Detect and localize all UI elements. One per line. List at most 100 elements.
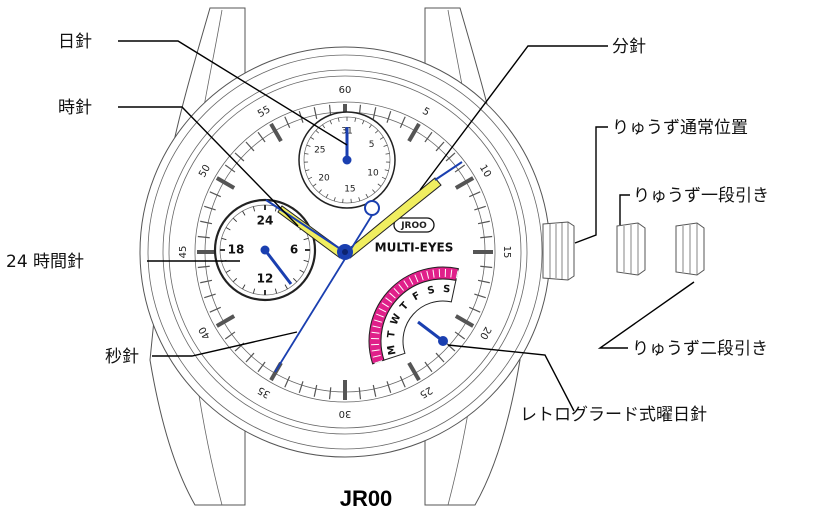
subdial-tick [274,288,278,294]
label-crown-step1: りゅうず一段引き [633,186,769,206]
retro-tick [403,280,409,288]
hour-index [407,361,421,382]
subdial-tick [242,210,246,216]
retro-tick [398,283,404,291]
bezel-number: 55 [256,104,273,120]
hour-index [215,314,236,328]
minute-tick [204,293,216,299]
label-second-hand: 秒針 [105,347,139,367]
minute-tick [328,387,332,400]
minute-tick [313,384,318,397]
retro-tick [378,307,387,313]
subdial-24h-number: 6 [290,243,298,257]
minute-tick [200,220,213,225]
hour-index [454,176,475,190]
minute-tick [209,191,222,198]
subdial-day-number: 20 [318,173,330,183]
minute-tick [386,111,392,123]
retro-tick [408,277,414,285]
retro-tick [371,331,380,334]
retro-tick [414,274,419,283]
hour-index [215,176,236,190]
subdial-tick [368,124,372,129]
retro-tick [372,354,381,358]
minute-tick [399,116,406,129]
subdial-tick [308,176,313,180]
minute-tick [474,205,486,211]
subdial-tick [303,259,309,263]
minute-tick [399,375,406,388]
subdial-tick [225,227,231,231]
bezel-number: 45 [178,246,189,259]
subdial-tick [384,169,389,172]
leader-lines [118,40,695,412]
label-crown-normal: りゅうず通常位置 [612,118,748,138]
subdial-day-number: 25 [314,145,325,155]
crown-step2 [675,222,705,276]
subdial-tick [318,189,322,193]
subdial-tick [305,169,310,172]
minute-tick [234,152,245,162]
minute-tick [435,352,445,363]
minute-tick [358,387,362,400]
minute-tick [257,361,266,373]
minute-tick [477,220,490,225]
retro-tick [374,360,383,364]
subdial-tick [372,189,376,193]
label-minute-hand: 分針 [612,37,646,57]
subdial-tick [322,124,326,129]
subdial-tick [337,117,340,122]
minute-tick [200,279,213,284]
subdial-tick [315,130,320,134]
crown-normal [542,221,575,281]
weekday-label: W [389,312,404,327]
retro-tick [420,272,424,281]
weekday-label: S [426,285,436,297]
subdial-tick [385,153,390,155]
subdial-tick [232,217,238,223]
retro-tick [376,313,384,318]
subdial-tick [232,277,238,283]
retro-tick [385,297,393,303]
minute-tick [372,384,377,397]
subdial-tick [358,197,361,202]
minute-tick [197,235,210,239]
minute-tick [435,141,445,152]
minute-tick [245,352,255,363]
subdial-tick [325,193,329,198]
brand-text: JROO [400,221,427,231]
subdial-tick [354,117,357,122]
retro-tick [450,269,453,278]
subdial-tick [252,206,256,212]
subdial-tick [252,288,256,294]
minute-tick [445,342,456,352]
main-hands [265,161,463,373]
minute-tick [386,381,392,393]
model-label: JR00 [340,486,393,511]
minute-tick [424,361,433,373]
retro-tick [432,269,435,278]
subdial-tick [365,193,369,198]
weekday-label: M [386,344,399,356]
label-day-hand: 日針 [58,32,92,52]
minute-tick [454,331,466,340]
retro-tick [372,325,381,329]
subdial-tick [310,136,315,140]
subdial-tick [303,237,309,241]
minute-tick [480,235,493,239]
retro-tick [389,292,396,299]
label-crown-step2: りゅうず二段引き [632,339,768,359]
minute-tick [468,306,481,313]
minute-tick [284,116,291,129]
minute-tick [204,205,216,211]
subdial-tick [374,130,379,134]
subdial-tick [379,136,384,140]
subdial-tick [329,120,332,125]
subdial-tick [225,269,231,273]
dial-name: MULTI-EYES [375,241,454,255]
bezel-number: 60 [339,85,352,96]
minute-tick [284,375,291,388]
